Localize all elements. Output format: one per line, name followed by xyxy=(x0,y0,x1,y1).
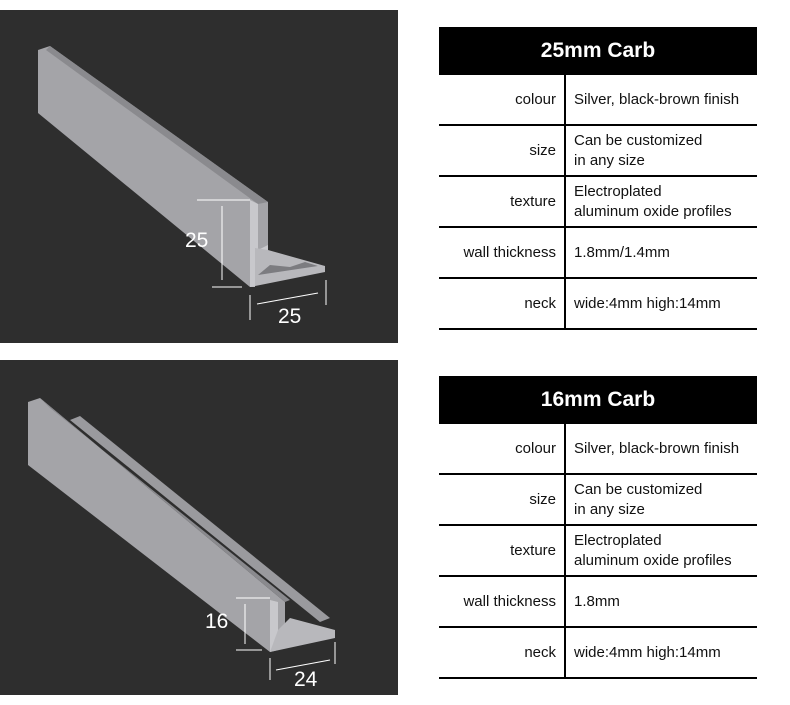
height-dimension: 16 xyxy=(205,610,229,633)
width-dimension: 25 xyxy=(278,305,302,328)
product-photo-25mm: 25 25 xyxy=(0,10,398,343)
width-dimension: 24 xyxy=(294,668,318,691)
aluminum-profile-image xyxy=(28,398,336,680)
height-dimension: 25 xyxy=(185,229,209,252)
product-photo-16mm: 16 24 xyxy=(0,360,398,695)
spec-table-title: 16mm Carb xyxy=(439,376,757,424)
spec-table-title: 25mm Carb xyxy=(439,27,757,75)
aluminum-profile-image xyxy=(38,46,327,320)
